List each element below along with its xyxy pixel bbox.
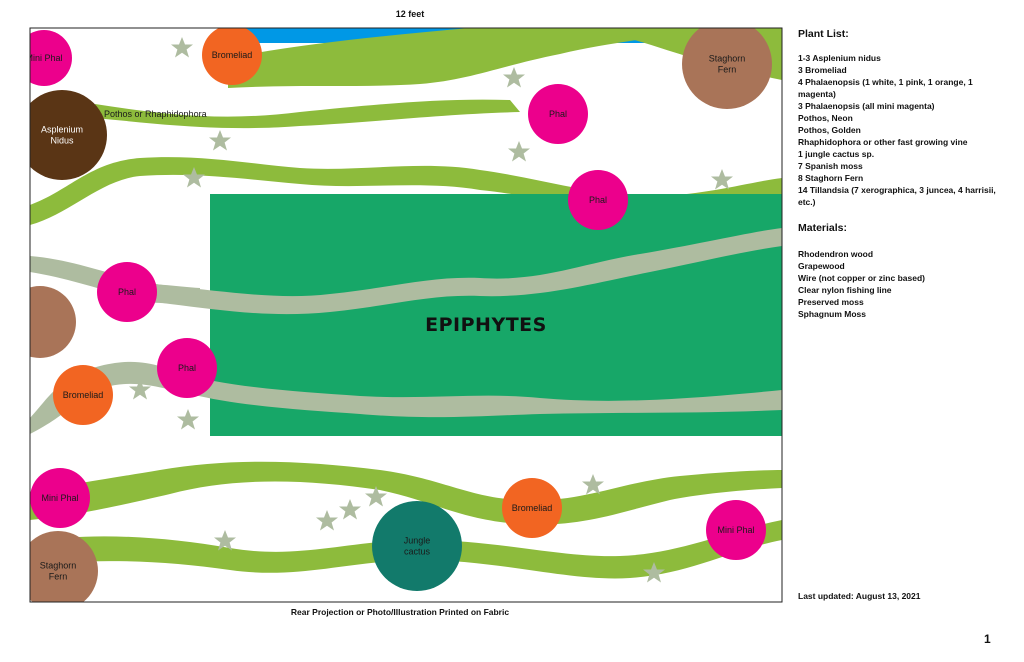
plant-mini-phal-bottom-right: Mini Phal	[706, 500, 766, 560]
plant-list-item: 1-3 Asplenium nidus	[798, 53, 881, 63]
plant-list-item: Pothos, Neon	[798, 113, 853, 123]
plant-label: Phal	[178, 363, 196, 373]
mini-phal-circle	[30, 468, 90, 528]
plant-mini-phal-bottom-left: Mini Phal	[30, 468, 90, 528]
plant-label: Asplenium	[41, 125, 83, 135]
plant-list-item: 14 Tillandsia (7 xerographica, 3 juncea,…	[798, 185, 996, 207]
bromeliad-circle	[53, 365, 113, 425]
plant-mini-phal-top-left: Mini Phal	[25, 30, 72, 86]
plant-label: Bromeliad	[63, 390, 104, 400]
materials-list: Rhodendron wood Grapewood Wire (not copp…	[798, 248, 998, 320]
branch-lower	[30, 361, 782, 434]
bromeliad-circle	[202, 28, 262, 85]
plant-label: Phal	[118, 287, 136, 297]
branch-upper	[30, 228, 782, 315]
materials-heading: Materials:	[798, 222, 848, 234]
plant-label: Mini Phal	[717, 525, 754, 535]
staghorn-circle	[30, 531, 98, 602]
plant-label: Staghorn	[40, 561, 77, 571]
phal-circle	[97, 262, 157, 322]
plant-list-item: 1 jungle cactus sp.	[798, 149, 875, 159]
phal-circle	[157, 338, 217, 398]
plant-phal-upper-right: Phal	[568, 170, 628, 230]
terrarium-frame	[29, 27, 783, 603]
staghorn-circle	[30, 286, 76, 358]
page-number: 1	[984, 632, 991, 646]
plant-label: Fern	[718, 65, 737, 75]
plant-list-item: 8 Staghorn Fern	[798, 173, 864, 183]
materials-list-item: Rhodendron wood	[798, 249, 874, 259]
plant-list-item: Pothos, Golden	[798, 125, 861, 135]
vine-label: Pothos or Rhaphidophora	[104, 109, 207, 119]
width-dimension-label: 12 feet	[395, 9, 425, 19]
asplenium-circle	[30, 90, 107, 180]
materials-list-item: Grapewood	[798, 261, 845, 271]
plant-label: Bromeliad	[512, 503, 553, 513]
info-panel: Plant List: 1-3 Asplenium nidus 3 Bromel…	[798, 28, 998, 320]
vine-lower-wave	[30, 461, 782, 525]
vine-upper-wave	[30, 157, 782, 225]
plant-list-item: 7 Spanish moss	[798, 161, 863, 171]
staghorn-circle	[682, 28, 772, 109]
plant-list-item: 3 Bromeliad	[798, 65, 847, 75]
plant-label: Mini Phal	[25, 53, 62, 63]
plant-label: Phal	[549, 109, 567, 119]
plant-list: 1-3 Asplenium nidus 3 Bromeliad 4 Phalae…	[798, 52, 998, 208]
plant-label: Staghorn	[709, 54, 746, 64]
plant-label: Jungle	[404, 536, 431, 546]
plant-label: Nidus	[50, 136, 74, 146]
plant-bromeliad-left: Bromeliad	[53, 365, 113, 425]
phal-circle	[528, 84, 588, 144]
backdrop-caption: Rear Projection or Photo/Illustration Pr…	[290, 607, 510, 617]
plant-label: Fern	[49, 572, 68, 582]
materials-list-item: Sphagnum Moss	[798, 309, 867, 319]
mini-phal-circle	[30, 30, 72, 86]
plant-phal-lower-left: Phal	[157, 338, 217, 398]
plant-label: cactus	[404, 547, 431, 557]
vine-pothos	[95, 99, 520, 129]
plant-list-item: 4 Phalaenopsis (1 white, 1 pink, 1 orang…	[798, 77, 973, 99]
plant-bromeliad-top: Bromeliad	[202, 28, 262, 85]
plant-list-item: 3 Phalaenopsis (all mini magenta)	[798, 101, 935, 111]
bromeliad-circle	[502, 478, 562, 538]
plant-staghorn-mid-left	[30, 286, 76, 358]
phal-circle	[568, 170, 628, 230]
plant-list-item: Rhaphidophora or other fast growing vine	[798, 137, 968, 147]
plant-label: Mini Phal	[41, 493, 78, 503]
materials-list-item: Wire (not copper or zinc based)	[798, 273, 925, 283]
materials-list-item: Preserved moss	[798, 297, 864, 307]
epiphytes-title: EPIPHYTES	[425, 314, 547, 336]
last-updated: Last updated: August 13, 2021	[798, 591, 921, 601]
plant-list-heading: Plant List:	[798, 28, 849, 40]
plant-label: Bromeliad	[212, 50, 253, 60]
jungle-cactus-circle	[372, 501, 462, 591]
plant-bromeliad-bottom: Bromeliad	[502, 478, 562, 538]
materials-list-item: Clear nylon fishing line	[798, 285, 892, 295]
vine-top	[228, 28, 704, 88]
plant-label: Phal	[589, 195, 607, 205]
plant-phal-mid-left: Phal	[97, 262, 157, 322]
mini-phal-circle	[706, 500, 766, 560]
plant-phal-upper-mid: Phal	[528, 84, 588, 144]
